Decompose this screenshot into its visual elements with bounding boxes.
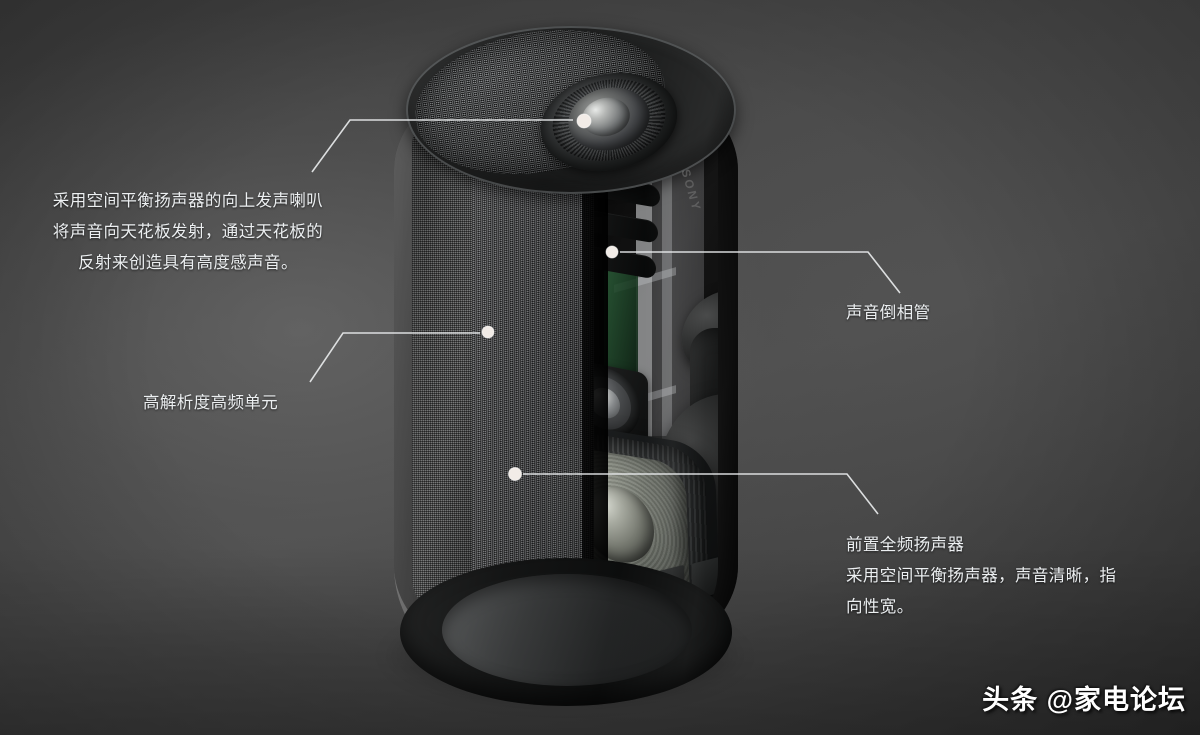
speaker-base-cap: [400, 558, 732, 706]
front-full-range-speaker-callout: 前置全频扬声器 采用空间平衡扬声器，声音清晰，指 向性宽。: [846, 536, 1117, 616]
up-firing-speaker-callout: 采用空间平衡扬声器的向上发声喇叭 将声音向天花板发射，通过天花板的 反射来创造具…: [52, 192, 324, 272]
speaker-top-rim: [406, 26, 736, 194]
bass-reflex-port-callout: 声音倒相管: [846, 304, 931, 322]
chassis-strut-right-2: [662, 102, 672, 522]
speaker-product-illustration: SONY: [330, 13, 800, 726]
watermark: 头条 @家电论坛: [982, 685, 1186, 715]
hi-res-tweeter-callout: 高解析度高频单元: [143, 394, 279, 412]
speaker-base-interior-plate: [442, 574, 692, 686]
